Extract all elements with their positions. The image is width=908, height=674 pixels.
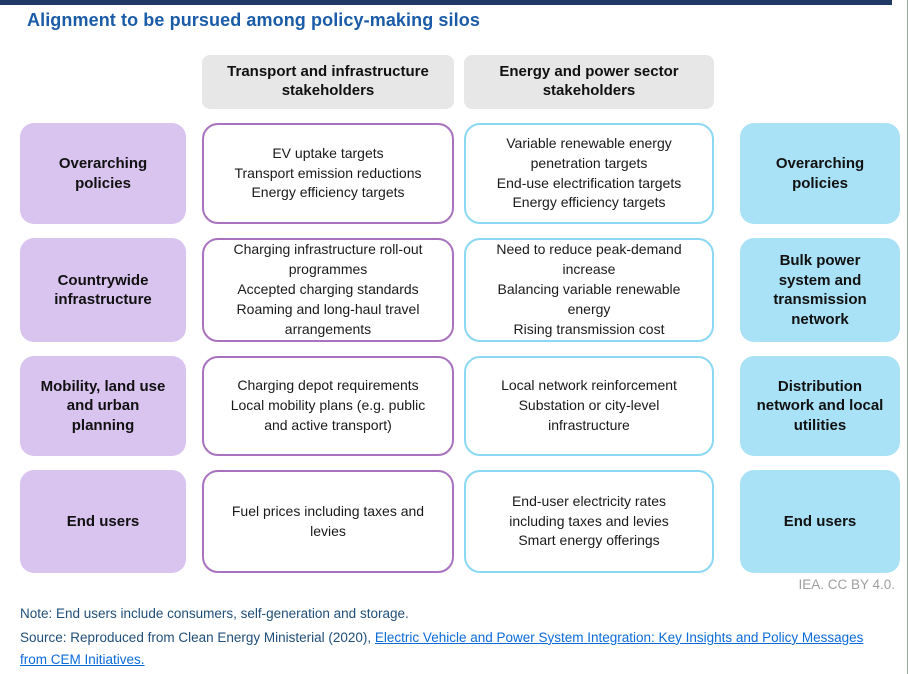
transport-items-row2: Charging infrastructure roll-out program… (202, 238, 454, 342)
policy-item: Local mobility plans (e.g. public and ac… (230, 397, 426, 433)
policy-item: Rising transmission cost (513, 320, 665, 337)
policy-item: End-use electrification targets (496, 174, 682, 191)
policy-item: Charging depot requirements (237, 377, 419, 394)
policy-item: Energy efficiency targets (512, 194, 666, 211)
policy-item: EV uptake targets (272, 144, 384, 161)
policy-item: Need to reduce peak-demand increase (496, 241, 682, 278)
source-link[interactable]: Electric Vehicle and Power System Integr… (20, 629, 864, 667)
policy-item: Transport emission reductions (234, 164, 422, 181)
column-header-energy: Energy and power sector stakeholders (464, 55, 714, 109)
policy-item: Balancing variable renewable energy (497, 281, 681, 317)
policy-item: Energy efficiency targets (251, 184, 405, 201)
energy-items-row4: End-user electricity rates including tax… (464, 470, 714, 573)
policy-item: Local network reinforcement (501, 377, 677, 394)
category-bulk-power-system: Bulk power system and transmission netwo… (740, 238, 900, 342)
source-text: Source: Reproduced from Clean Energy Min… (20, 627, 888, 671)
policy-item: Variable renewable energy penetration ta… (506, 134, 672, 171)
page-title: Alignment to be pursued among policy-mak… (27, 10, 480, 30)
column-header-transport: Transport and infrastructure stakeholder… (202, 55, 454, 109)
category-countrywide-infrastructure: Countrywide infrastructure (20, 238, 186, 342)
policy-item: Substation or city-level infrastructure (518, 397, 660, 433)
policy-item: Charging infrastructure roll-out program… (233, 241, 423, 278)
policy-item: Smart energy offerings (518, 532, 660, 549)
category-end-users-left: End users (20, 470, 186, 573)
note-text: Note: End users include consumers, self-… (20, 606, 409, 621)
license-attribution: IEA. CC BY 4.0. (798, 577, 895, 592)
category-mobility-land-use: Mobility, land use and urban planning (20, 356, 186, 456)
policy-item: Roaming and long-haul travel arrangement… (236, 300, 420, 337)
top-accent-bar (0, 0, 892, 5)
source-prefix: Source: Reproduced from Clean Energy Min… (20, 629, 375, 645)
category-overarching-policies-left: Overarching policies (20, 123, 186, 224)
transport-items-row4: Fuel prices including taxes and levies (202, 470, 454, 573)
footer: Note: End users include consumers, self-… (20, 603, 888, 671)
energy-items-row1: Variable renewable energy penetration ta… (464, 123, 714, 224)
policy-matrix: Transport and infrastructure stakeholder… (20, 55, 900, 573)
category-end-users-right: End users (740, 470, 900, 573)
policy-item: Accepted charging standards (237, 281, 419, 298)
category-distribution-network: Distribution network and local utilities (740, 356, 900, 456)
policy-item: Fuel prices including taxes and levies (231, 502, 425, 539)
category-overarching-policies-right: Overarching policies (740, 123, 900, 224)
policy-item: End-user electricity rates including tax… (509, 492, 669, 529)
